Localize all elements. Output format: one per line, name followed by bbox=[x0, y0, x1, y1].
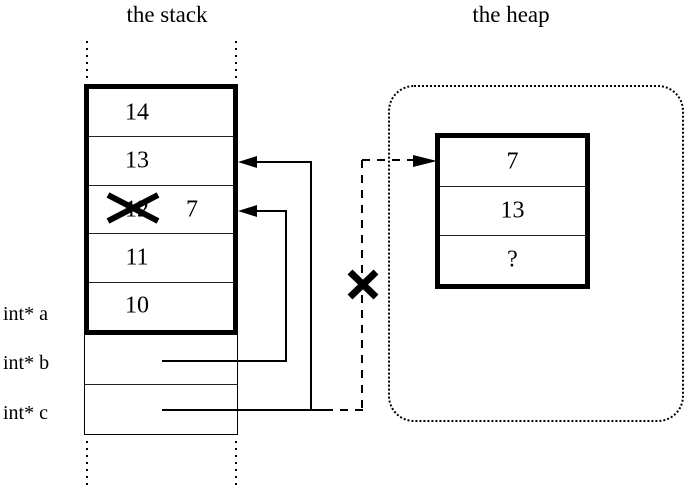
pointer-a-label: int* a bbox=[3, 303, 48, 325]
heap-region-outline bbox=[388, 85, 684, 422]
stack-guide-bottom-right bbox=[235, 441, 237, 489]
stack-guide-top-left bbox=[86, 41, 88, 78]
heap-cell-value: ? bbox=[507, 246, 518, 273]
heap-cell: ? bbox=[440, 236, 585, 284]
invalid-pointer-cross-icon bbox=[347, 269, 379, 300]
stack-cell-new-value: 7 bbox=[186, 196, 198, 223]
arrowhead-left-icon bbox=[238, 205, 257, 217]
arrowhead-right-icon bbox=[413, 155, 437, 167]
stack-title: the stack bbox=[126, 2, 208, 27]
heap-cell: 7 bbox=[440, 138, 585, 187]
heap-block-box: 7 13 ? bbox=[435, 133, 590, 289]
pointer-c-label: int* c bbox=[3, 402, 48, 424]
stack-pointer-cells-box bbox=[84, 334, 238, 435]
heap-cell-value: 7 bbox=[506, 148, 519, 175]
pointer-b-cell bbox=[85, 335, 237, 385]
stack-cell-value: 13 bbox=[125, 147, 149, 174]
pointer-c-line-vertical bbox=[310, 161, 312, 411]
heap-title: the heap bbox=[472, 2, 550, 27]
pointer-b-label: int* b bbox=[3, 352, 50, 374]
stack-frame-box: 14 13 12 7 11 10 bbox=[84, 84, 238, 335]
heap-cell: 13 bbox=[440, 187, 585, 236]
stack-cell: 10 bbox=[89, 283, 233, 330]
stack-guide-bottom-left bbox=[86, 441, 88, 489]
pointer-b-line-horizontal bbox=[162, 360, 287, 362]
stack-cell: 13 bbox=[89, 137, 233, 186]
stack-cell-overwritten: 12 7 bbox=[89, 186, 233, 235]
dangling-pointer-dash-horizontal bbox=[325, 409, 363, 411]
stack-cell-value: 10 bbox=[125, 292, 149, 319]
pointer-c-line-horizontal bbox=[162, 409, 325, 411]
cross-out-icon bbox=[106, 192, 160, 224]
stack-cell-value: 14 bbox=[125, 99, 149, 126]
pointer-c-line-to-stack bbox=[243, 161, 312, 163]
stack-cell-value: 11 bbox=[125, 244, 149, 271]
pointer-b-line-to-stack bbox=[243, 210, 287, 212]
arrowhead-left-icon bbox=[238, 156, 257, 168]
stack-cell: 14 bbox=[89, 89, 233, 138]
stack-guide-top-right bbox=[235, 41, 237, 78]
pointer-b-line-vertical bbox=[285, 210, 287, 362]
heap-cell-value: 13 bbox=[500, 197, 525, 224]
stack-cell: 11 bbox=[89, 234, 233, 283]
